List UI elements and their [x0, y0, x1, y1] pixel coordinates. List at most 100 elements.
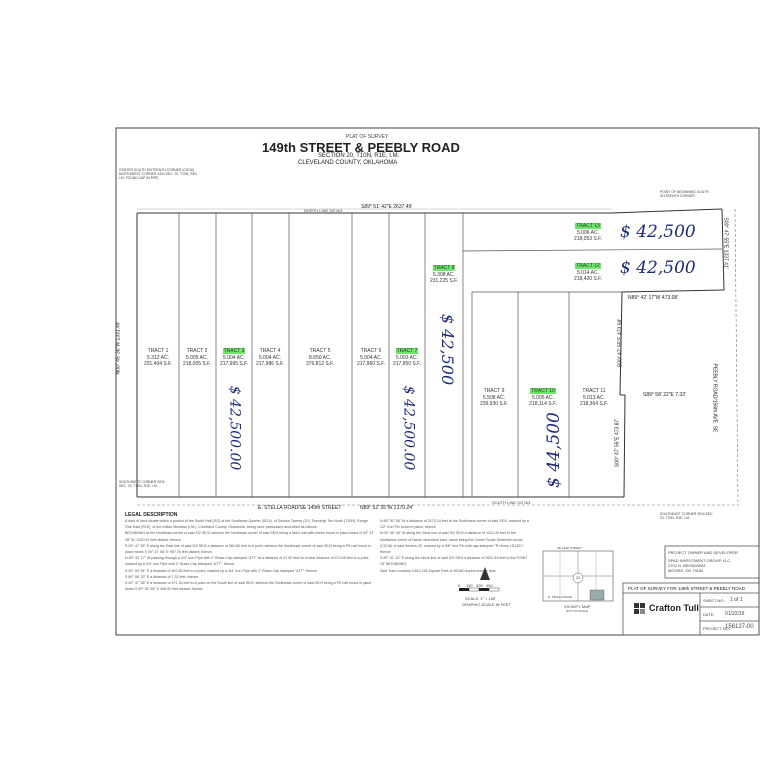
- tract-2-label: TRACT 2 5.005 AC. 218,005 S.F.: [167, 348, 227, 368]
- legal-para: N 89° 42' 17" W passing through a 3/4" I…: [125, 556, 370, 567]
- tract-acres: 5.004 AC.: [259, 354, 281, 361]
- scale-tick-1: 150: [466, 583, 473, 588]
- legal-description-left: A tract of land situate within a portion…: [125, 518, 375, 592]
- tract-acres: 5.005 AC.: [532, 394, 554, 401]
- legal-description-right: N 89° 52' 55" W a distance of 2170.24 fe…: [380, 518, 530, 574]
- vicinity-map: [542, 550, 614, 602]
- tract-acres: 5.308 AC.: [433, 271, 455, 278]
- sheet-border: [115, 127, 760, 636]
- nw-corner-note: CENTER SOUTH SIXTEENTH CORNER (CS/16) NO…: [119, 168, 198, 181]
- vicinity-road-n: SE 134th STREET: [557, 546, 583, 550]
- sw-corner-note: SOUTHWEST CORNER SE/4 SEC. 20, T10N, R1E…: [119, 480, 165, 489]
- date-value: 01/22/16: [725, 611, 745, 617]
- tract-1-label: TRACT 1 5.312 AC. 231,404 S.F.: [128, 348, 188, 368]
- tract-acres: 5.005 AC.: [186, 354, 208, 361]
- firm-name: Crafton Tull: [649, 603, 699, 613]
- se-corner-note: SOUTHEAST CORNER SE/4 SEC. 20, T10N, R1E…: [660, 512, 714, 521]
- tract-4-label: TRACT 4 5.004 AC. 217,986 S.F.: [240, 348, 300, 368]
- tract-highlight: TRACT 3: [222, 348, 246, 354]
- tract-highlight: TRACT 7: [395, 348, 419, 354]
- scale-tick-0: 0: [458, 583, 461, 588]
- title-block-title: PLAT OF SURVEY FOR 149th STREET & PEEBLY…: [628, 586, 745, 591]
- ne-corner-note: POINT OF BEGINNING SOUTH SIXTEENTH CORNE…: [660, 190, 709, 199]
- tract-name: TRACT 4: [259, 348, 281, 354]
- property-boundary: [136, 208, 725, 498]
- tract-highlight: TRACT 8: [432, 265, 456, 271]
- tract8-price: $ 42,500: [438, 313, 458, 386]
- legal-para: S 00° 47' 55" E along the East line of s…: [125, 543, 371, 555]
- south-line-bearing: N89° 52' 55"W 2170.24': [360, 505, 413, 511]
- east-road-name: PEEBLY ROAD/156th AVE. SE: [711, 363, 718, 433]
- east-upper-bearing: S00° 47' 55"E 473.58': [617, 318, 624, 368]
- tract-acres: 5.004 AC.: [360, 354, 382, 361]
- tract3-price: $ 42,500.00: [226, 385, 243, 471]
- tract-name: TRACT 11: [582, 388, 606, 394]
- tract-3-label: TRACT 3 5.004 AC. 217,995 S.F.: [204, 348, 264, 368]
- tract-highlight: TRACT 13: [575, 223, 601, 229]
- tract-name: TRACT 6: [360, 348, 382, 354]
- tract-11-label: TRACT 11 5.013 AC. 218,364 S.F.: [564, 388, 624, 408]
- east-mid-bearing: N89° 42' 17"W 473.08': [628, 295, 679, 301]
- legal-para: S 00° 59' 54" E a distance of 467.85 fee…: [125, 568, 317, 573]
- north-line-label: NORTH LINE S/2 N/4: [304, 208, 343, 213]
- scale-graphic-label: GRAPHIC SCALE IN FEET: [462, 602, 511, 607]
- legal-para: A tract of land situate within a portion…: [125, 519, 368, 530]
- tract-name: TRACT 13: [558, 223, 618, 230]
- tract-acres: 5.004 AC.: [223, 354, 245, 361]
- tract-8-label: TRACT 8 5.308 AC. 231,225 S.F.: [414, 265, 474, 285]
- tract-name: TRACT 9: [483, 388, 505, 394]
- tract12-price: $ 42,500: [620, 258, 696, 278]
- scale-label: SCALE: 1" = 150': [465, 596, 496, 601]
- tract-acres: 5.312 AC.: [147, 354, 169, 361]
- tract-acres: 5.003 AC.: [396, 354, 418, 361]
- tract-13-label: TRACT 13 5.006 AC. 218,053 S.F.: [558, 223, 618, 243]
- owner-line2: 2702 N. BROADWAY: [668, 563, 707, 568]
- tract-sqft: 376,812 S.F.: [305, 361, 335, 367]
- tract-acres: 8.650 AC.: [309, 354, 331, 361]
- scale-bar: [459, 567, 500, 592]
- legal-para: S 00° 47' 38" E a distance of 471.35 fee…: [125, 581, 372, 592]
- east-small-bearing: S89° 58' 22"E 7.32': [643, 392, 686, 398]
- tract-5-label: TRACT 5 8.650 AC. 376,812 S.F.: [290, 348, 350, 368]
- east-line-bearing: S00° 47' 55"E 1337.41': [722, 217, 729, 269]
- tract-sqft: 217,960 S.F.: [356, 361, 386, 367]
- vicinity-section: 20: [576, 576, 580, 580]
- tract-name: TRACT 2: [186, 348, 208, 354]
- south-line-label: SOUTH LINE S/2 N/4: [492, 500, 531, 505]
- tract-acres: 5.014 AC.: [577, 269, 599, 276]
- plat-county: CLEVELAND COUNTY, OKLAHOMA: [298, 160, 398, 166]
- vicinity-sub: NOT TO SCALE: [566, 609, 588, 613]
- tract-12-label: TRACT 12 5.014 AC. 218,420 S.F.: [558, 263, 618, 283]
- tract10-price: $ 44,500: [543, 412, 564, 488]
- legal-heading: LEGAL DESCRIPTION: [125, 512, 178, 518]
- vicinity-label: VICINITY MAP: [564, 604, 591, 609]
- tract-name: TRACT 1: [147, 348, 169, 354]
- tract-lines: [178, 213, 723, 497]
- date-label: DATE:: [703, 612, 715, 617]
- tract-sqft: 218,364 S.F.: [579, 401, 609, 407]
- scale-tick-3: 450: [486, 583, 493, 588]
- south-road-name: E. STELLA ROAD/SE 149th STREET: [258, 505, 342, 511]
- tract-sqft: 217,986 S.F.: [255, 361, 285, 367]
- owner-line1: SPAD INVESTMENT GROUP, LLC: [668, 558, 731, 563]
- plat-title: 149th STREET & PEEBLY ROAD: [262, 140, 460, 155]
- tract-sqft: 218,053 S.F.: [573, 236, 603, 242]
- tract-sqft: 218,420 S.F.: [573, 276, 603, 282]
- tract-name: TRACT 3: [204, 348, 264, 355]
- vicinity-road-s: E. STELLA ROAD: [548, 595, 573, 599]
- tract-name: TRACT 12: [558, 263, 618, 270]
- tract-name: TRACT 8: [414, 265, 474, 272]
- tract-sqft: 218,114 S.F.: [529, 401, 557, 407]
- tract-sqft: 239,930 S.F.: [479, 401, 509, 407]
- title-block-frame: [622, 545, 760, 636]
- crafton-tull-logo: [634, 603, 645, 614]
- tract-acres: 5.508 AC.: [483, 394, 505, 401]
- north-line-bearing: S89° 51' 42"E 2637.49': [361, 204, 413, 210]
- sheet-no-value: 1 of 1: [730, 597, 743, 603]
- tract-9-label: TRACT 9 5.508 AC. 239,930 S.F.: [464, 388, 524, 408]
- tract13-price: $ 42,500: [620, 222, 696, 242]
- plat-kicker: PLAT OF SURVEY: [346, 134, 389, 140]
- project-no-value: 156127-00: [725, 624, 754, 630]
- tract-sqft: 231,404 S.F.: [143, 361, 173, 367]
